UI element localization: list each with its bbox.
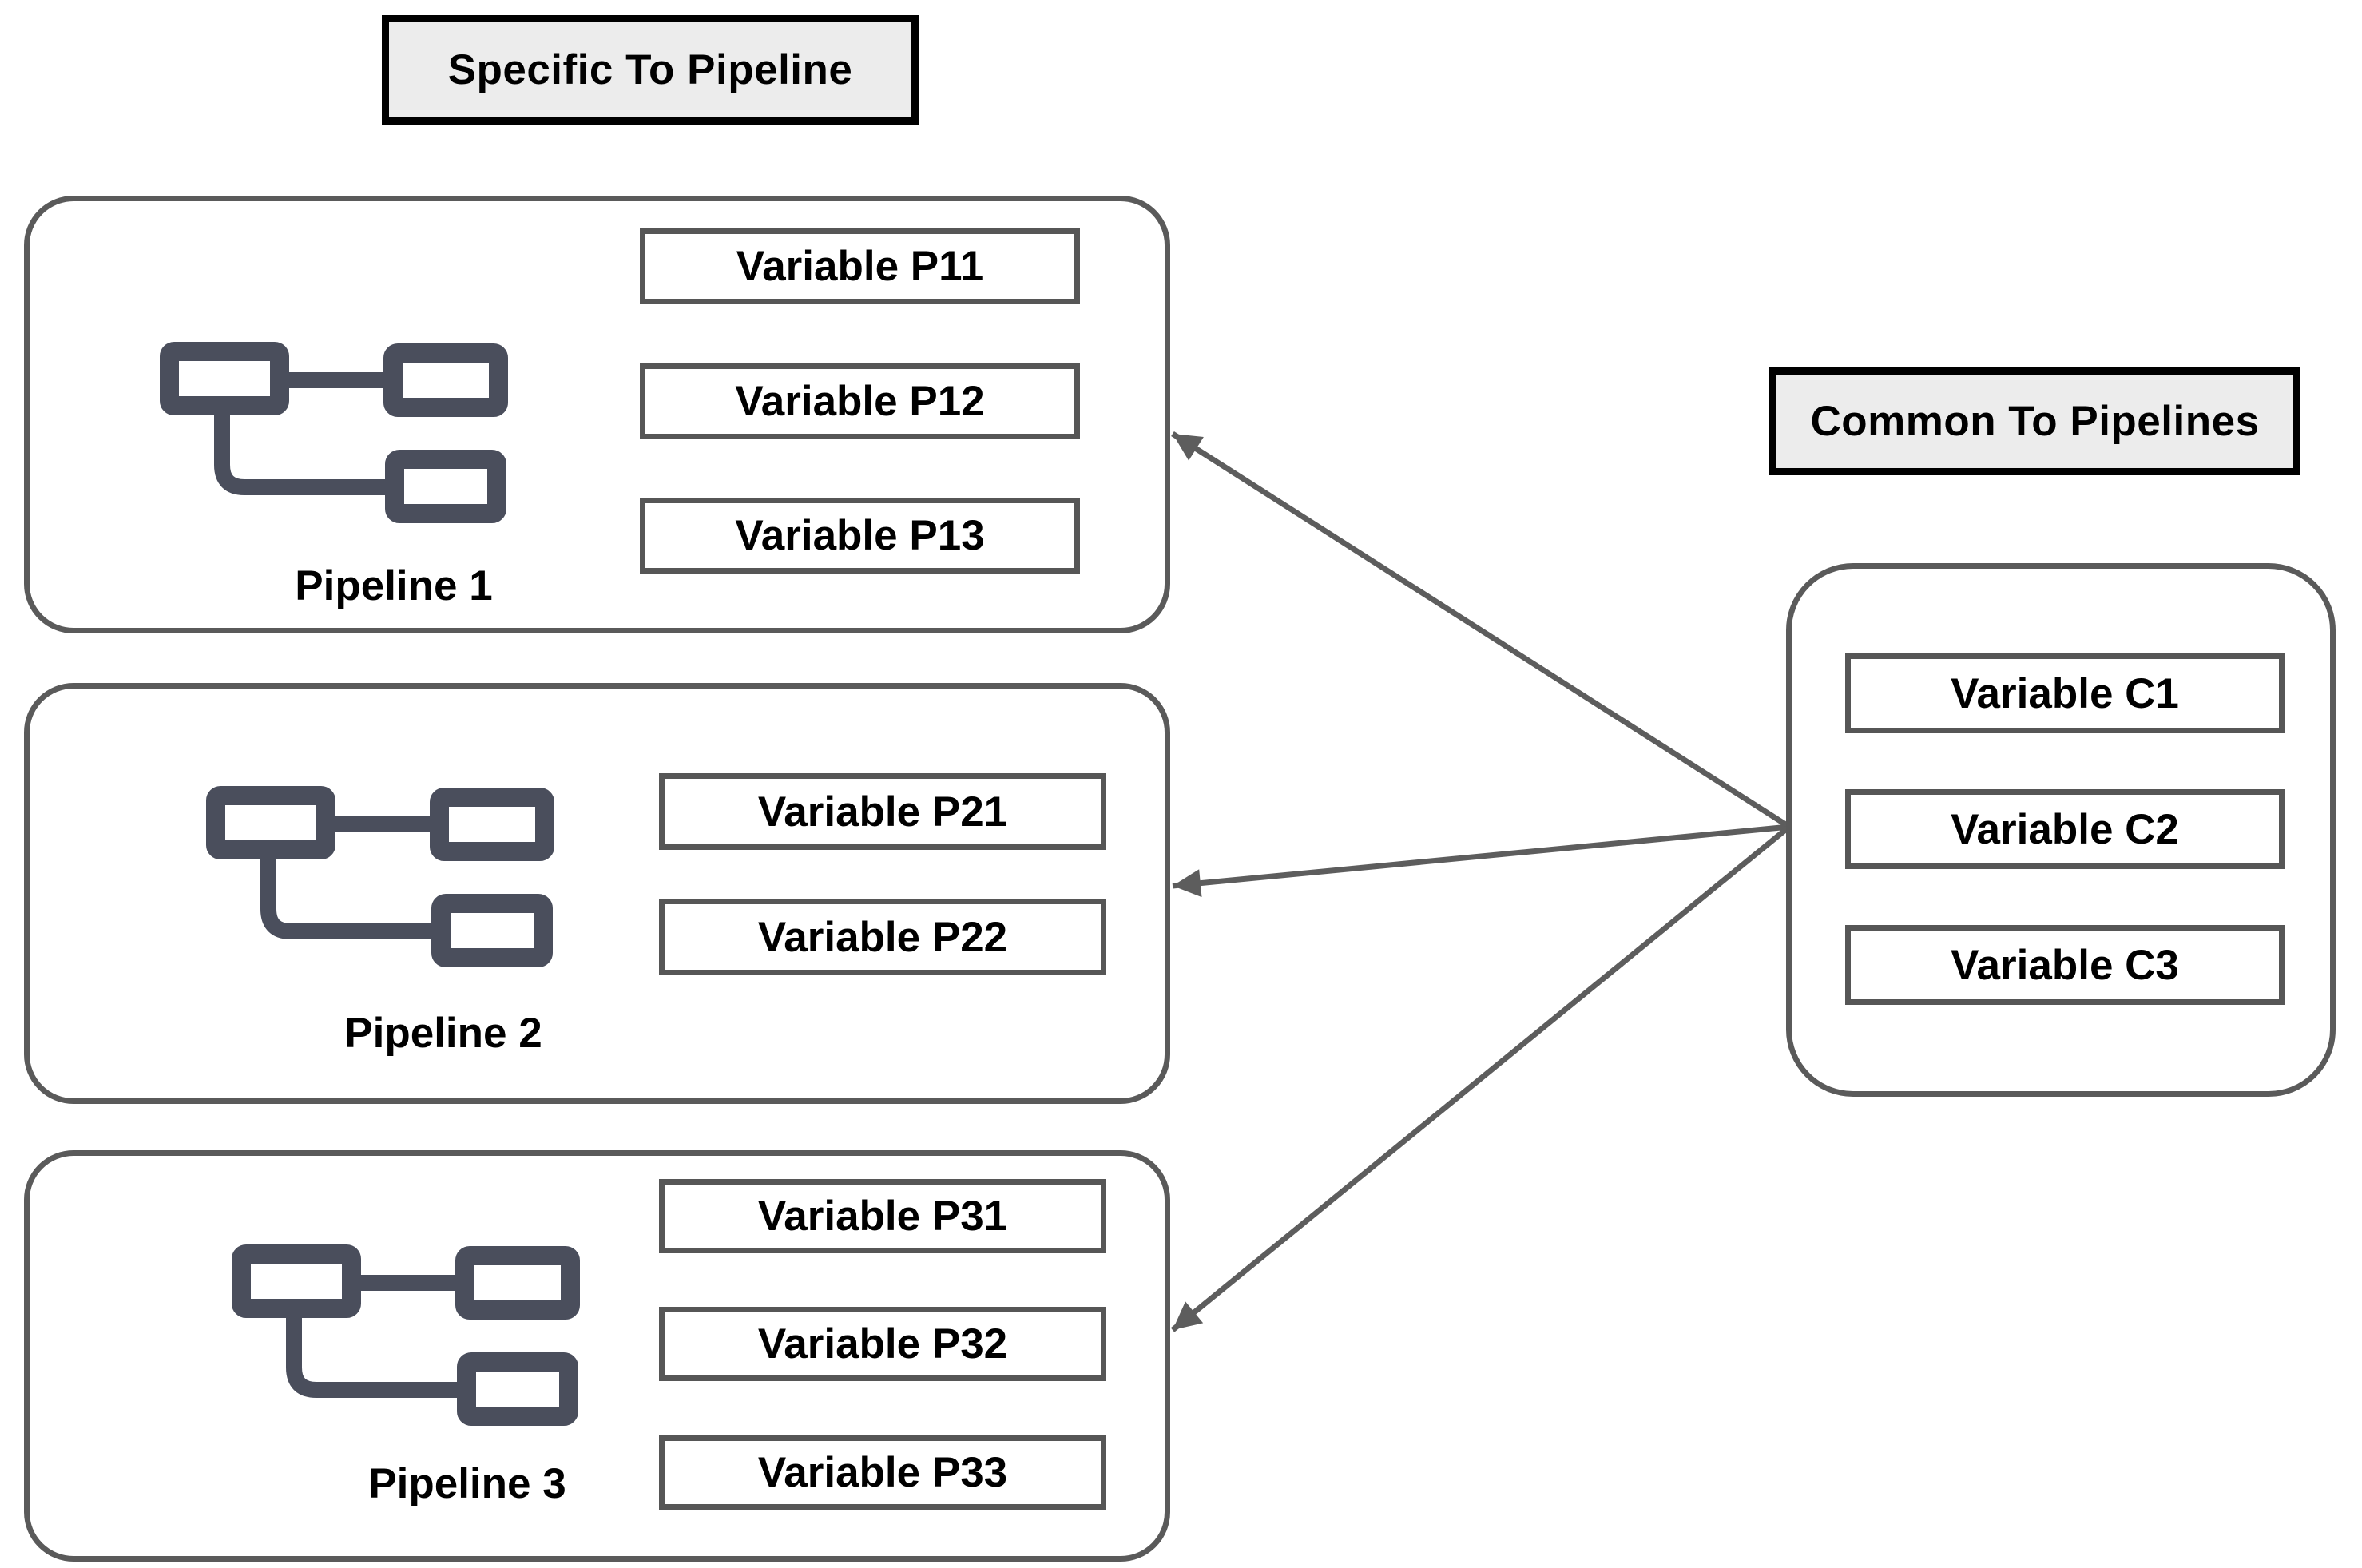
pipeline-2-icon-wrap [206, 783, 558, 979]
flowchart-icon [206, 786, 554, 967]
variable-box-p31: Variable P31 [659, 1179, 1106, 1253]
arrow-common-to-pipeline-2 [1172, 824, 1790, 898]
pipeline-3-label: Pipeline 3 [368, 1460, 566, 1507]
common-to-pipelines-title: Common To Pipelines [1769, 367, 2300, 475]
pipeline-2-container [24, 683, 1170, 1104]
variable-box-p21: Variable P21 [659, 773, 1106, 850]
variable-box-c1: Variable C1 [1845, 653, 2285, 733]
variable-box-p32: Variable P32 [659, 1307, 1106, 1381]
flowchart-icon [232, 1244, 580, 1426]
variable-box-p22: Variable P22 [659, 899, 1106, 975]
pipeline-1-label: Pipeline 1 [295, 562, 493, 609]
pipeline-1-icon-wrap [160, 339, 511, 534]
pipeline-3-icon-wrap [232, 1241, 583, 1437]
arrow-common-to-pipeline-1 [1171, 431, 1791, 829]
variable-box-p11: Variable P11 [640, 228, 1080, 304]
pipeline-2-label: Pipeline 2 [344, 1010, 542, 1057]
variable-box-c2: Variable C2 [1845, 789, 2285, 869]
variable-box-p13: Variable P13 [640, 498, 1080, 574]
variable-box-p12: Variable P12 [640, 363, 1080, 439]
arrow-common-to-pipeline-3 [1170, 824, 1792, 1332]
specific-to-pipeline-title: Specific To Pipeline [382, 15, 919, 125]
variable-box-c3: Variable C3 [1845, 925, 2285, 1005]
variable-box-p33: Variable P33 [659, 1435, 1106, 1510]
flowchart-icon [160, 342, 508, 523]
